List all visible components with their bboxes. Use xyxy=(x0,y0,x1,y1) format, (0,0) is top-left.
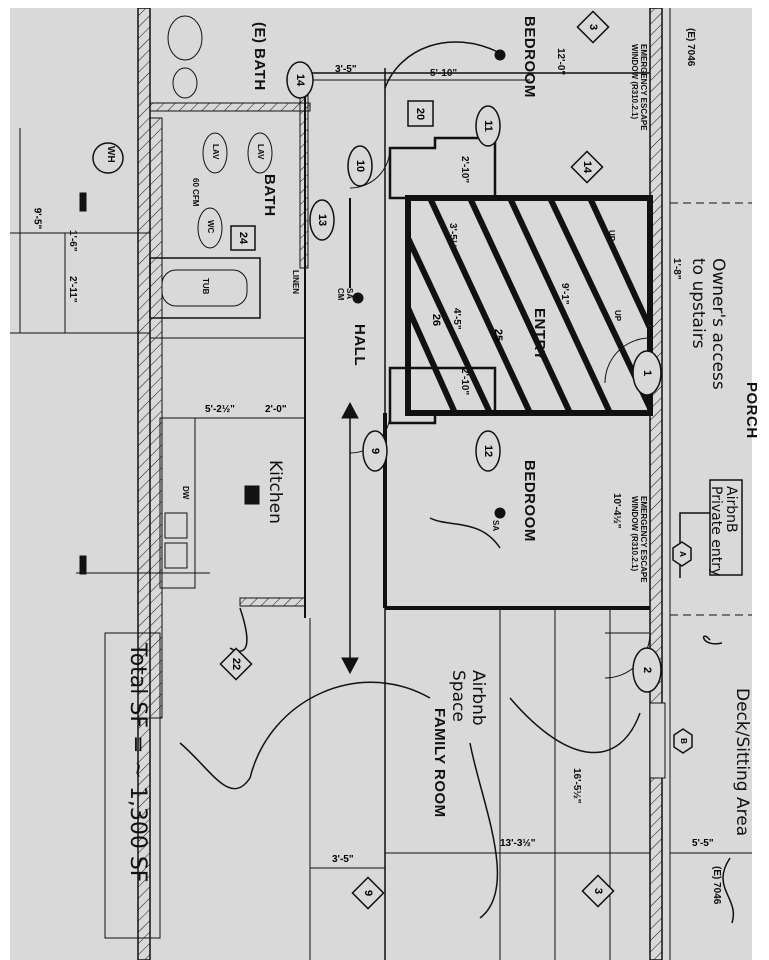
dim-1-6: 1'-6" xyxy=(67,230,78,252)
note-owners-access: Owner's access to upstairs xyxy=(688,258,728,390)
stair-up-label-2: UP xyxy=(613,310,622,322)
tag-14: 14 xyxy=(581,160,593,174)
fixture-lav-1: LAV xyxy=(211,144,220,160)
dim-10-4-half: 10'-4½" xyxy=(611,493,622,529)
dim-2-10-bottom: 2'-10" xyxy=(459,368,470,396)
dim-2-10-top: 2'-10" xyxy=(459,156,470,184)
room-label-porch: PORCH xyxy=(743,382,760,439)
tag-3-bottom: 3 xyxy=(592,887,604,895)
smoke-co-alarm: SA CM xyxy=(336,288,354,301)
dim-2-0: 2'-0" xyxy=(265,404,287,415)
dim-3-5-half: 3'-5½" xyxy=(447,223,458,253)
dim-9-5: 9'-5" xyxy=(31,207,43,230)
note-airbnb-space-line1: Airbnb xyxy=(468,670,488,726)
tag-26: 26 xyxy=(430,313,442,327)
fixture-dishwasher: DW xyxy=(181,486,190,500)
note-airbnb-entry-line2: Private entry xyxy=(708,486,724,577)
tag-11: 11 xyxy=(482,120,494,132)
existing-window-bottom: (E) 7046 xyxy=(711,866,722,905)
room-label-bedroom-bottom: BEDROOM xyxy=(521,460,538,542)
fixture-wc: WC xyxy=(206,220,215,234)
window-code-note-top: EMERGENCY ESCAPE WINDOW (R310.2.1) xyxy=(630,44,648,131)
tag-b: B xyxy=(679,738,688,744)
room-label-e-bath: (E) BATH xyxy=(251,22,268,91)
stair-up-label-1: UP xyxy=(607,230,616,242)
dim-16-5-half: 16'-5½" xyxy=(571,768,582,804)
existing-window-top: (E) 7046 xyxy=(685,28,696,67)
exterior-wall-left xyxy=(137,8,163,960)
tag-a: A xyxy=(678,551,687,557)
dim-13-3-half: 13'-3½" xyxy=(500,838,536,849)
tag-12: 12 xyxy=(482,444,494,458)
dim-2-11: 2'-11" xyxy=(67,276,78,303)
tag-13: 13 xyxy=(316,213,328,227)
tag-24: 24 xyxy=(237,231,249,245)
tag-3-top: 3 xyxy=(587,23,599,31)
tag-22: 22 xyxy=(230,657,242,671)
note-airbnb-space-line2: Space xyxy=(448,670,468,722)
exterior-wall-right xyxy=(649,8,671,960)
fixture-lav-2: LAV xyxy=(256,144,265,160)
fixture-tub: TUB xyxy=(201,278,210,295)
tag-2: 2 xyxy=(641,666,653,674)
tag-14-top: 14 xyxy=(294,73,306,87)
floor-plan-sheet: BEDROOM BEDROOM ENTRY HALL FAMILY ROOM P… xyxy=(10,8,760,960)
room-label-entry: ENTRY xyxy=(531,308,548,361)
room-label-bath: BATH xyxy=(261,174,278,217)
tag-20: 20 xyxy=(414,107,426,121)
dim-1-8: 1'-8" xyxy=(671,258,682,280)
room-label-hall: HALL xyxy=(351,324,368,366)
dim-4-5: 4'-5" xyxy=(451,308,462,330)
dim-5-10: 5'-10" xyxy=(430,68,458,79)
total-sf-box xyxy=(104,632,161,939)
fixture-fan: 60 CFM xyxy=(191,178,200,207)
dim-5-5: 5'-5" xyxy=(692,838,714,849)
airbnb-entry-box xyxy=(709,479,743,576)
tag-9: 9 xyxy=(362,889,374,897)
dim-5-2-half: 5'-2½" xyxy=(205,404,235,415)
dim-9-1: 9'-1" xyxy=(559,283,570,305)
stair-block xyxy=(405,195,653,416)
fixture-water-heater: WH xyxy=(105,146,116,163)
dim-12-0: 12'-0" xyxy=(555,48,566,76)
tag-1: 1 xyxy=(641,369,653,377)
window-code-note-bottom: EMERGENCY ESCAPE WINDOW (R310.2.1) xyxy=(630,496,648,583)
fixture-linen: LINEN xyxy=(291,270,300,294)
note-airbnb-entry-line1: AirbnB xyxy=(723,486,739,533)
smoke-alarm: SA xyxy=(491,520,500,532)
dim-3-5-bottom: 3'-5" xyxy=(332,854,354,865)
room-label-kitchen: Kitchen xyxy=(265,460,285,524)
note-deck-sitting-area: Deck/Sitting Area xyxy=(732,688,752,837)
tub xyxy=(149,257,261,319)
dim-3-5-top: 3'-5" xyxy=(335,64,357,75)
room-label-bedroom-top: BEDROOM xyxy=(521,16,538,98)
tag-9-oval: 9 xyxy=(369,447,381,455)
tag-25: 25 xyxy=(492,328,504,342)
floor-plan-drawing xyxy=(10,8,752,960)
note-total-sf: Total SF = ~ 1,300 SF xyxy=(125,643,150,883)
room-label-family-room: FAMILY ROOM xyxy=(431,708,448,818)
tag-10: 10 xyxy=(354,159,366,173)
